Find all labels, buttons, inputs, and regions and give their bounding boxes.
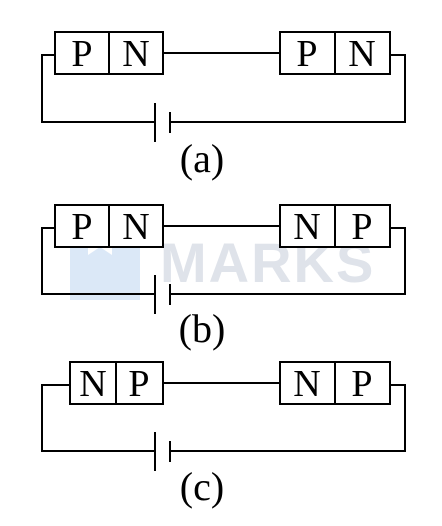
battery xyxy=(154,275,171,314)
diode-region-label: P xyxy=(296,33,317,75)
circuit-caption: (a) xyxy=(180,136,224,181)
right-diode: N P xyxy=(279,361,391,405)
diode-region-label: P xyxy=(71,206,92,248)
diode-region-label: P xyxy=(351,363,372,405)
circuit-b: P N N P (b) xyxy=(41,204,406,351)
left-diode: P N xyxy=(54,31,164,75)
circuit-a: P N P N (a) xyxy=(41,31,406,181)
diode-region-label: N xyxy=(348,33,375,75)
left-diode: P N xyxy=(54,204,164,248)
diode-region-label: P xyxy=(351,206,372,248)
right-diode: N P xyxy=(279,204,391,248)
battery xyxy=(154,432,171,471)
circuit-caption: (c) xyxy=(180,464,224,509)
diode-region-label: P xyxy=(71,33,92,75)
diode-region-label: N xyxy=(122,206,149,248)
diode-region-label: N xyxy=(293,363,320,405)
circuit-caption: (b) xyxy=(179,306,226,351)
diode-region-label: N xyxy=(122,33,149,75)
diode-region-label: P xyxy=(128,363,149,405)
diode-region-label: N xyxy=(293,206,320,248)
right-diode: P N xyxy=(279,31,391,75)
diode-region-label: N xyxy=(79,363,106,405)
battery xyxy=(154,103,171,142)
circuit-c: N P N P (c) xyxy=(41,361,406,509)
left-diode: N P xyxy=(69,361,164,405)
